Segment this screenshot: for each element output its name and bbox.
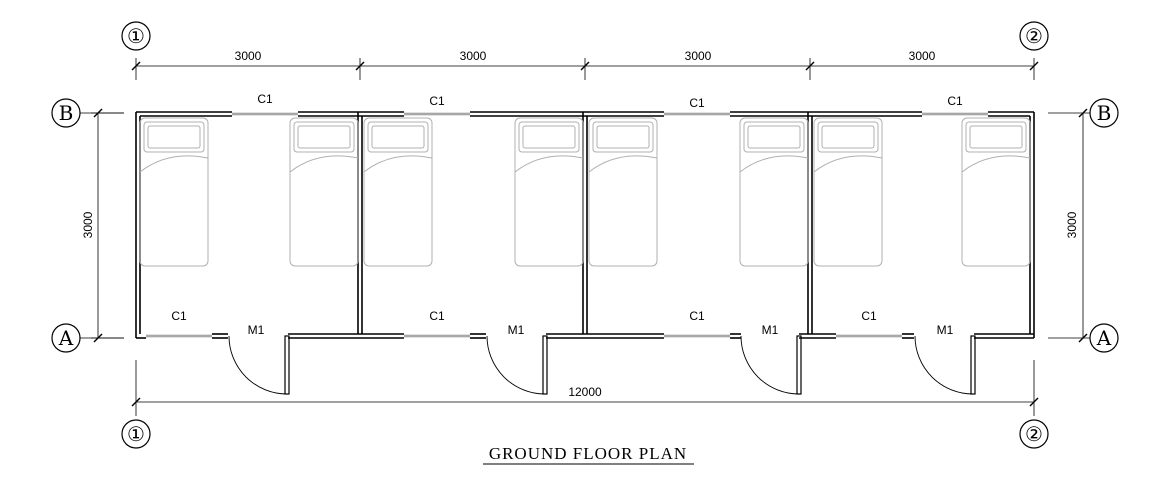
left-dimension-line xyxy=(91,108,124,343)
bed-1 xyxy=(139,117,209,267)
axis-bubble-1-top: ① xyxy=(121,21,151,51)
bed-4 xyxy=(514,117,584,267)
dim-depth-left: 3000 xyxy=(81,211,95,238)
door-label-3: M1 xyxy=(762,323,779,337)
top-dimension-line xyxy=(131,58,1039,80)
doors xyxy=(228,335,976,395)
axis-bubble-1-bottom: ① xyxy=(121,419,151,449)
window-label-top-4: C1 xyxy=(947,94,963,108)
axis-leaders xyxy=(80,112,1090,339)
dim-bay-1: 3000 xyxy=(235,49,262,63)
window-label-top-1: C1 xyxy=(257,92,273,106)
svg-text:B: B xyxy=(1097,101,1112,125)
svg-text:①: ① xyxy=(127,422,145,446)
bed-3 xyxy=(363,117,433,267)
dim-total: 12000 xyxy=(568,385,602,399)
bottom-dimension-line xyxy=(131,360,1039,416)
dim-depth-right: 3000 xyxy=(1065,211,1079,238)
dim-bay-4: 3000 xyxy=(909,49,936,63)
svg-text:②: ② xyxy=(1025,422,1043,446)
axis-bubble-2-top: ② xyxy=(1019,21,1049,51)
axis-bubble-b-left: B xyxy=(51,98,81,128)
axis-bubble-2-bottom: ② xyxy=(1019,419,1049,449)
bed-6 xyxy=(739,117,809,267)
windows xyxy=(146,112,988,338)
window-label-bottom-1: C1 xyxy=(171,309,187,323)
walls xyxy=(135,111,1035,339)
axis-bubble-a-right: A xyxy=(1089,323,1119,353)
window-label-bottom-4: C1 xyxy=(861,309,877,323)
window-label-top-3: C1 xyxy=(689,96,705,110)
bed-5 xyxy=(588,117,658,267)
door-label-2: M1 xyxy=(508,323,525,337)
axis-bubble-b-right: B xyxy=(1089,98,1119,128)
door-label-1: M1 xyxy=(248,323,265,337)
window-label-bottom-3: C1 xyxy=(689,309,705,323)
beds xyxy=(139,117,1031,267)
svg-text:A: A xyxy=(58,326,74,350)
dim-bay-3: 3000 xyxy=(685,49,712,63)
door-label-4: M1 xyxy=(937,323,954,337)
dim-bay-2: 3000 xyxy=(460,49,487,63)
bed-7 xyxy=(813,117,883,267)
axis-bubble-a-left: A xyxy=(51,323,81,353)
bed-2 xyxy=(289,117,359,267)
right-dimension-line xyxy=(1078,108,1088,343)
svg-text:②: ② xyxy=(1025,24,1043,48)
svg-text:A: A xyxy=(1096,326,1112,350)
bed-8 xyxy=(961,117,1031,267)
svg-text:B: B xyxy=(59,101,74,125)
window-label-top-2: C1 xyxy=(429,94,445,108)
plan-title: GROUND FLOOR PLAN xyxy=(489,444,687,463)
window-label-bottom-2: C1 xyxy=(429,309,445,323)
svg-text:①: ① xyxy=(127,24,145,48)
